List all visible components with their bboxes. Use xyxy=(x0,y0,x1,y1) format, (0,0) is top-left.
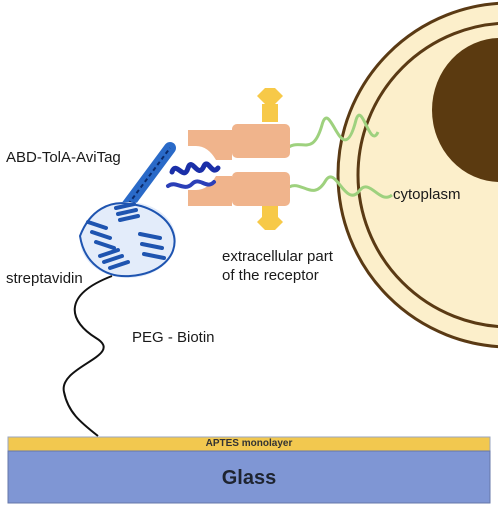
extracellular-label-line2: of the receptor xyxy=(222,267,319,284)
nucleus xyxy=(432,38,498,182)
receptor-cap-bottom xyxy=(257,214,283,230)
peg-biotin-label: PEG - Biotin xyxy=(132,329,215,346)
peg-linker xyxy=(62,275,113,437)
extracellular-receptor-label: extracellular part of the receptor xyxy=(222,247,333,285)
receptor-domain-lower xyxy=(232,172,290,206)
receptor xyxy=(188,88,290,230)
receptor-arm-lower xyxy=(188,176,232,206)
beta-sheet-d xyxy=(98,248,130,270)
beta-sheet-a xyxy=(86,220,116,250)
abd-helix xyxy=(169,161,221,176)
cell xyxy=(336,1,498,349)
abd-tola-avitag-label: ABD-TolA-AviTag xyxy=(6,149,121,166)
beta-sheet-c xyxy=(138,232,166,260)
tail-lower xyxy=(283,175,393,199)
abd-tola-avitag-protein xyxy=(118,142,221,216)
glass-label: Glass xyxy=(221,467,277,489)
tail-upper xyxy=(283,113,380,152)
transmembrane-tails xyxy=(283,113,393,199)
extracellular-label-line1: extracellular part xyxy=(222,248,333,265)
receptor-stem-top xyxy=(262,104,278,122)
glass-layer xyxy=(7,450,491,504)
receptor-arm-upper xyxy=(188,130,232,160)
receptor-cap-top xyxy=(257,88,283,104)
aptes-monolayer-label: APTES monolayer xyxy=(205,438,293,449)
streptavidin-label: streptavidin xyxy=(6,270,83,287)
cytoplasm-label: cytoplasm xyxy=(393,186,461,203)
receptor-domain-upper xyxy=(232,124,290,158)
streptavidin-protein xyxy=(79,202,176,278)
streptavidin-body xyxy=(80,202,176,278)
abd-helix-lower xyxy=(166,179,216,189)
streptavidin-outline xyxy=(79,202,176,278)
tola-helix-turns xyxy=(123,147,171,211)
cell-membrane-inner xyxy=(356,21,498,329)
